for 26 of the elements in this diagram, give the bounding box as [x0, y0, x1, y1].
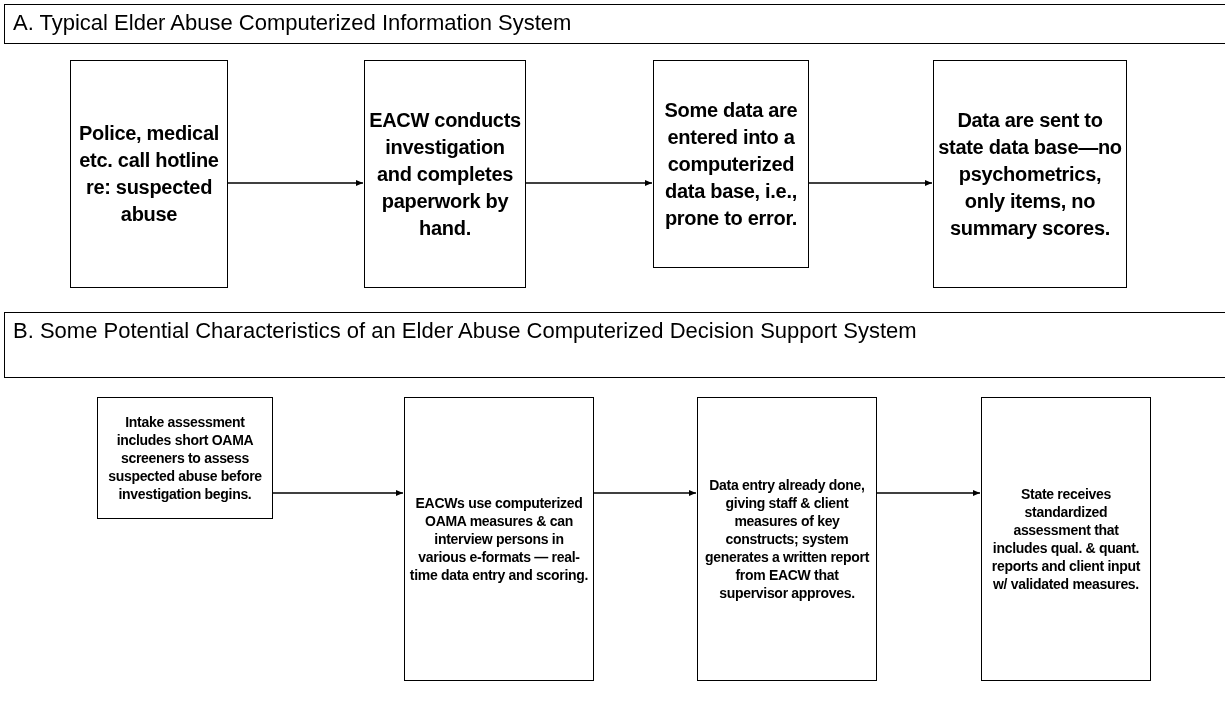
process-box — [404, 397, 594, 681]
process-box — [97, 397, 273, 519]
box-text: Data entry already done, giving staff & client measures of key constructs; system generates a written report from EACW that supervisor approves. — [703, 476, 871, 602]
arrow — [876, 490, 981, 496]
arrow — [227, 180, 364, 186]
section-header-box — [4, 4, 1225, 44]
arrow — [272, 490, 404, 496]
section-header-box — [4, 312, 1225, 378]
arrow — [593, 490, 697, 496]
box-text: State receives standardized assessment that includes qual. & quant. reports and client input w/ validated measures. — [990, 485, 1142, 593]
box-text: Some data are entered into a computerized data base, i.e., prone to error. — [663, 97, 799, 231]
process-box — [70, 60, 228, 288]
box-text: EACW conducts investigation and completes paperwork by hand. — [369, 107, 521, 241]
section-title: A. Typical Elder Abuse Computerized Information System — [13, 9, 572, 37]
section-title: B. Some Potential Characteristics of an Elder Abuse Computerized Decision Support System — [13, 317, 917, 345]
arrow — [525, 180, 653, 186]
box-text: Police, medical etc. call hotline re: suspected abuse — [78, 121, 220, 227]
process-box — [933, 60, 1127, 288]
box-text: Intake assessment includes short OAMA screeners to assess suspected abuse before investigation begins. — [107, 413, 263, 503]
process-box — [364, 60, 526, 288]
box-text: EACWs use computerized OAMA measures & can interview persons in various e-formats — real-time data entry and scoring. — [409, 494, 589, 584]
process-box — [697, 397, 877, 681]
process-box — [981, 397, 1151, 681]
process-box — [653, 60, 809, 268]
box-text: Data are sent to state data base—no psychometrics, only items, no summary scores. — [938, 107, 1122, 241]
arrow — [808, 180, 933, 186]
